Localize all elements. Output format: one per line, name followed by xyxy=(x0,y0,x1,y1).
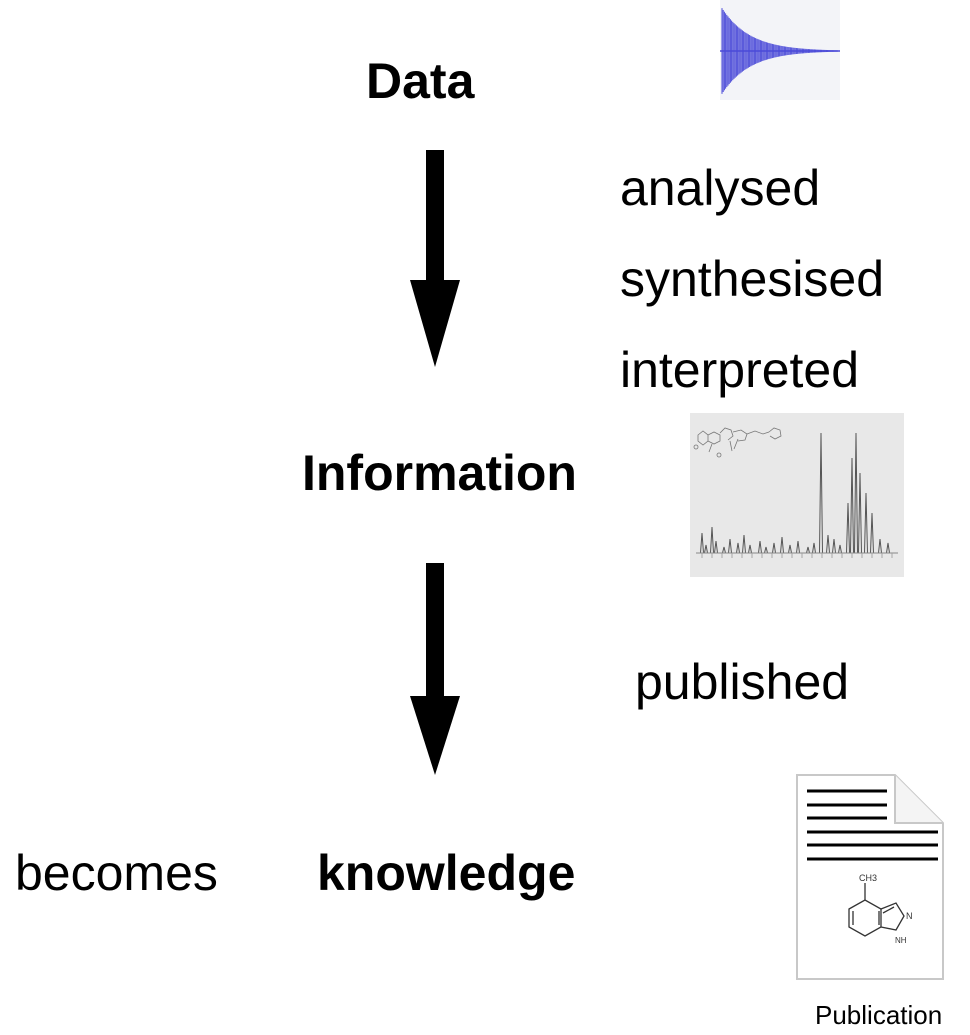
molecule-methyl: CH3 xyxy=(859,873,877,883)
spectrum-peak xyxy=(748,544,752,554)
arrow-shaft xyxy=(426,563,444,696)
publication-document-icon: CH3 N NH xyxy=(796,774,944,980)
spectrum-peak xyxy=(832,538,836,554)
spectrum-peak xyxy=(812,542,816,554)
arrow-head xyxy=(410,280,460,367)
arrow-data-to-information xyxy=(410,150,460,367)
spectrum-peak xyxy=(714,540,718,554)
process-synthesised: synthesised xyxy=(620,251,885,307)
process-interpreted: interpreted xyxy=(620,342,860,398)
spectrum-peak xyxy=(700,532,704,554)
process-published: published xyxy=(635,654,850,710)
arrow-information-to-knowledge xyxy=(410,563,460,775)
molecule-n: N xyxy=(906,911,913,921)
spectrum-peak xyxy=(736,542,740,554)
spectrum-peak xyxy=(806,546,810,554)
arrow-head xyxy=(410,696,460,775)
molecule-nh: NH xyxy=(895,936,907,945)
knowledge-label: knowledge xyxy=(317,845,576,901)
publication-caption: Publication xyxy=(815,1000,943,1030)
spectrum-peak xyxy=(742,534,746,554)
spectrum-peak xyxy=(854,432,858,554)
becomes-label: becomes xyxy=(15,845,218,901)
spectrum-peak xyxy=(758,540,762,554)
spectrum-peak xyxy=(788,544,792,554)
data-label: Data xyxy=(366,53,475,109)
spectrum-peak xyxy=(850,457,854,554)
spectrum-peak xyxy=(870,512,874,554)
spectrum-peak xyxy=(858,472,862,554)
process-analysed: analysed xyxy=(620,160,821,216)
structure-sketch xyxy=(693,427,782,458)
spectrum-peak xyxy=(819,432,823,554)
spectrum-peak xyxy=(886,542,890,554)
spectrum-peak xyxy=(710,526,714,554)
spectrum-peak xyxy=(728,538,732,554)
nmr-spectrum-image xyxy=(690,413,904,577)
spectrum-peak xyxy=(764,546,768,554)
arrow-shaft xyxy=(426,150,444,280)
fid-waveform-image xyxy=(720,0,840,100)
spectrum-peak xyxy=(772,542,776,554)
spectrum-peak xyxy=(704,544,708,554)
spectrum-peak xyxy=(796,540,800,554)
spectrum-peak xyxy=(780,536,784,554)
spectrum-peak xyxy=(878,538,882,554)
spectrum-peak xyxy=(864,492,868,554)
information-label: Information xyxy=(302,445,577,501)
molecule-drawing xyxy=(848,883,905,937)
text-lines xyxy=(807,789,938,861)
spectrum-peak xyxy=(838,544,842,554)
spectrum-peak xyxy=(722,546,726,554)
spectrum-peak xyxy=(846,502,850,554)
spectrum-peak xyxy=(826,534,830,554)
